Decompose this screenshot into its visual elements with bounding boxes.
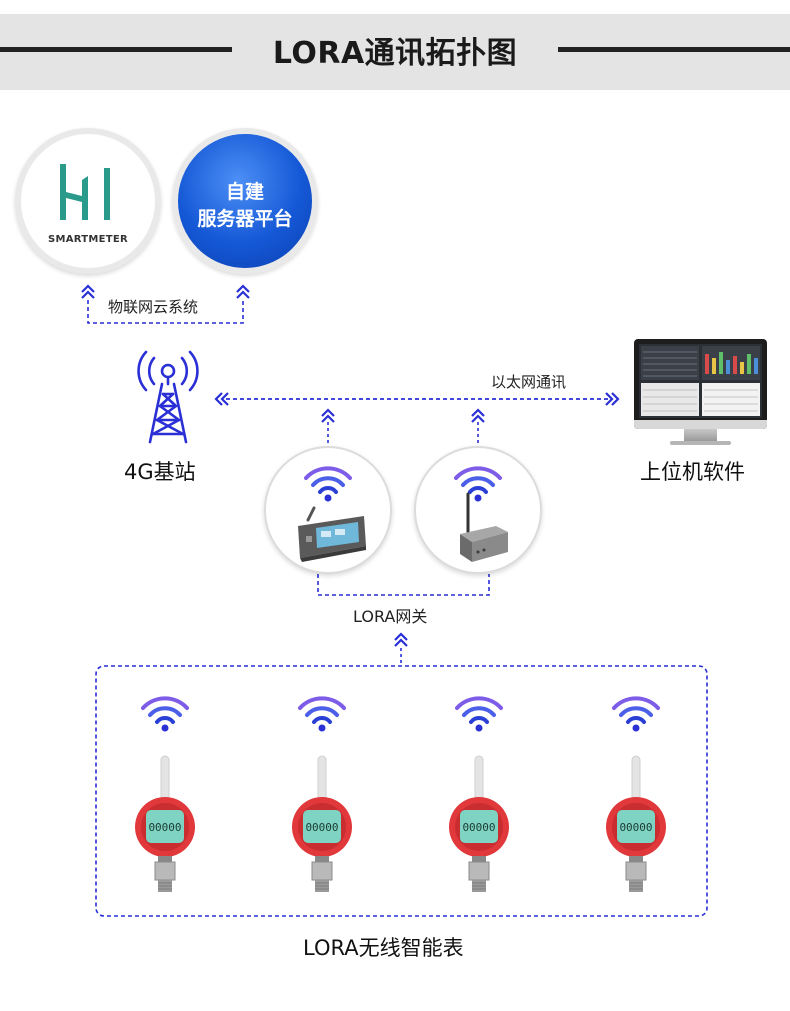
meter-antenna — [160, 755, 170, 803]
server-platform-circle: 自建 服务器平台 — [172, 128, 318, 274]
host-computer-monitor — [634, 339, 767, 429]
ethernet-label: 以太网通讯 — [491, 373, 567, 391]
wifi-icon — [454, 466, 502, 502]
header-rule-right — [558, 47, 790, 52]
host-software-label: 上位机软件 — [640, 460, 745, 484]
meter-graphic: 00000 — [135, 696, 195, 892]
header-band — [0, 14, 790, 90]
header-rule-left — [0, 47, 232, 52]
host-computer-screen — [639, 344, 762, 418]
meter-display-value: 00000 — [619, 821, 652, 834]
meter-graphic: 00000 — [292, 696, 352, 892]
monitor-base — [670, 441, 731, 445]
meter-lcd — [460, 810, 498, 843]
monitor-chin — [634, 420, 767, 429]
meter-lcd — [303, 810, 341, 843]
meter-graphic: 00000 — [449, 696, 509, 892]
gateway-panel-device-icon — [298, 506, 366, 562]
meter-fitting — [625, 861, 647, 881]
gateway-1-circle — [264, 446, 392, 574]
meter-lcd — [617, 810, 655, 843]
base-station-tower-icon — [137, 350, 199, 444]
meter-fitting — [468, 861, 490, 881]
wifi-icon — [141, 696, 189, 732]
meter-display-value: 00000 — [462, 821, 495, 834]
meters-label: LORA无线智能表 — [303, 936, 464, 960]
server-line1: 自建 — [225, 181, 264, 203]
wifi-icon — [612, 696, 660, 732]
meter-3: 00000 — [447, 694, 511, 894]
meter-display-value: 00000 — [305, 821, 338, 834]
gateway-box-device-icon — [460, 492, 508, 562]
monitor-stand — [684, 429, 717, 441]
meter-2: 00000 — [290, 694, 354, 894]
wifi-icon — [298, 696, 346, 732]
server-line2: 服务器平台 — [197, 208, 293, 230]
iot-cloud-label: 物联网云系统 — [108, 298, 199, 316]
meter-antenna — [631, 755, 641, 803]
base-station-label: 4G基站 — [124, 460, 196, 484]
software-screenshot — [641, 346, 760, 416]
smartmeter-logo-text: SMARTMETER — [47, 234, 129, 245]
meter-4: 00000 — [604, 694, 668, 894]
meter-antenna — [317, 755, 327, 803]
wifi-icon — [455, 696, 503, 732]
gateway-2-circle — [414, 446, 542, 574]
meter-antenna — [474, 755, 484, 803]
meter-fitting — [311, 861, 333, 881]
meter-display-value: 00000 — [148, 821, 181, 834]
page-title: LORA通讯拓扑图 — [272, 36, 518, 71]
meter-fitting — [154, 861, 176, 881]
smartmeter-logo-circle: SMARTMETER — [15, 128, 161, 274]
meter-1: 00000 — [133, 694, 197, 894]
meter-lcd — [146, 810, 184, 843]
meter-graphic: 00000 — [606, 696, 666, 892]
gateway-label: LORA网关 — [353, 607, 428, 626]
smartmeter-logo-icon — [60, 164, 110, 220]
wifi-icon — [304, 466, 352, 502]
